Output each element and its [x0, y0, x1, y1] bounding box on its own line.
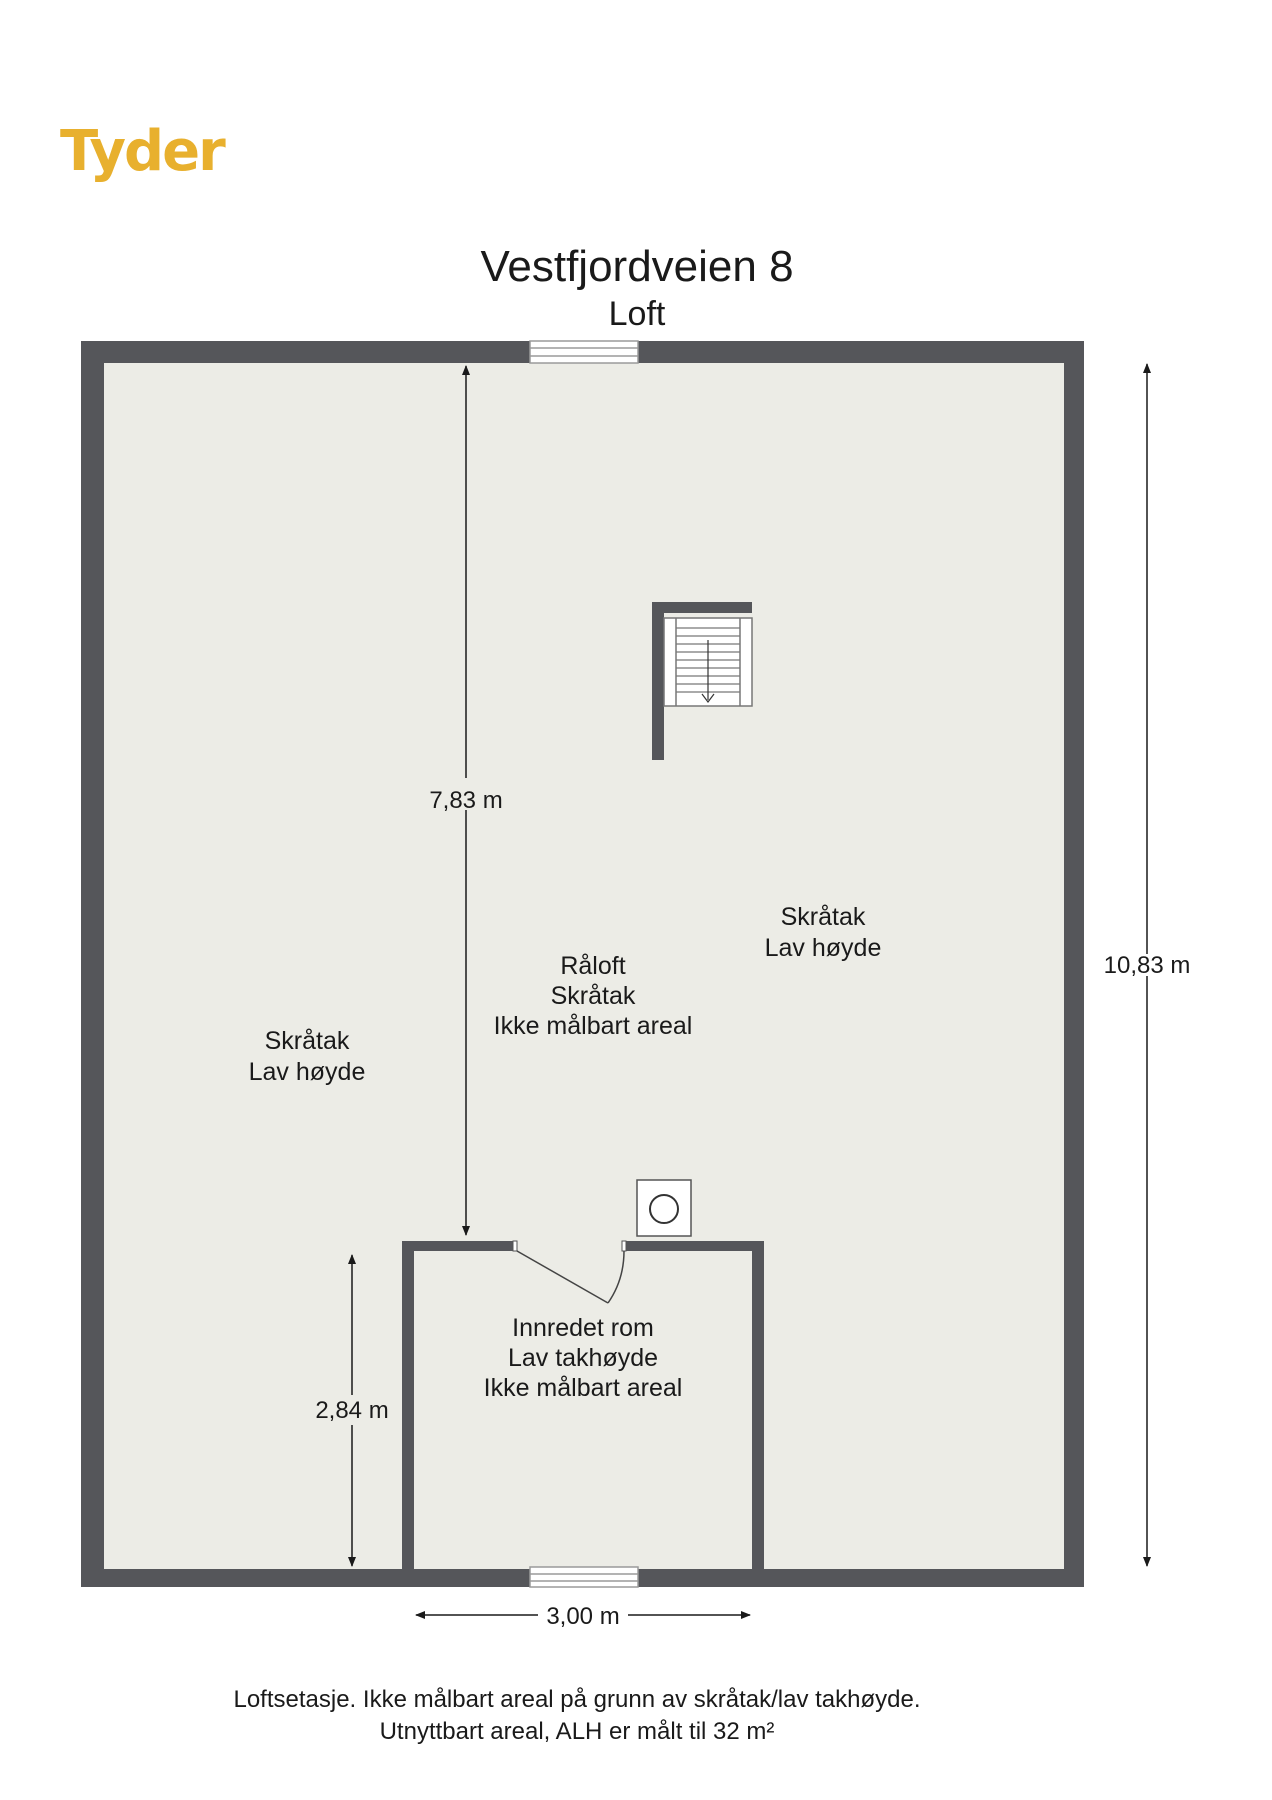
footer-note-line-1: Loftsetasje. Ikke målbart areal på grunn… [233, 1686, 920, 1713]
brand-logo: Tyder [60, 119, 226, 184]
floor-name: Loft [609, 295, 666, 333]
window-bottom [529, 1566, 639, 1588]
svg-text:Ikke målbart areal: Ikke målbart areal [494, 1012, 693, 1040]
page-title: Vestfjordveien 8 [480, 242, 793, 291]
dimension-label-inner-width: 3,00 m [546, 1603, 619, 1630]
svg-text:Lav høyde: Lav høyde [765, 934, 882, 962]
loft-floor [104, 363, 1064, 1569]
svg-text:Skråtak: Skråtak [265, 1027, 350, 1055]
svg-text:Lav høyde: Lav høyde [249, 1058, 366, 1086]
svg-text:Råloft: Råloft [560, 952, 625, 980]
svg-text:Lav takhøyde: Lav takhøyde [508, 1344, 658, 1372]
window-top [529, 340, 639, 364]
chimney-icon [636, 1179, 692, 1237]
svg-text:Skråtak: Skråtak [551, 982, 636, 1010]
svg-text:Skråtak: Skråtak [781, 903, 866, 931]
room-label-center: Råloft Skråtak Ikke målbart areal [494, 952, 693, 1040]
inner-room-door [512, 1240, 627, 1304]
room-label-inner: Innredet rom Lav takhøyde Ikke målbart a… [484, 1314, 683, 1402]
svg-text:Ikke målbart areal: Ikke målbart areal [484, 1374, 683, 1402]
room-label-right: Skråtak Lav høyde [765, 903, 882, 962]
dimension-label-inner-height: 2,84 m [315, 1397, 388, 1424]
dimension-label-total-height: 10,83 m [1104, 952, 1191, 979]
inner-room-walls [402, 1241, 764, 1569]
staircase [652, 602, 753, 760]
room-label-left: Skråtak Lav høyde [249, 1027, 366, 1086]
svg-text:Innredet rom: Innredet rom [512, 1314, 654, 1342]
footer-note-line-2: Utnyttbart areal, ALH er målt til 32 m² [380, 1718, 775, 1745]
dimension-label-upper-height: 7,83 m [429, 787, 502, 814]
